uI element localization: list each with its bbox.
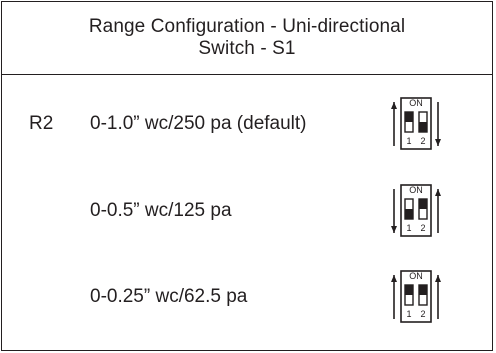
direction-arrow-right — [435, 275, 441, 319]
direction-arrow-right — [435, 189, 441, 233]
range-value: 0-1.0” wc/250 pa (default) — [90, 113, 307, 134]
dip-slider-2 — [418, 111, 428, 133]
direction-arrow-left — [391, 275, 397, 319]
dip-position-2-label: 2 — [420, 309, 425, 319]
dip-slider-1 — [404, 284, 414, 306]
range-value: 0-0.5” wc/125 pa — [90, 200, 232, 221]
header-title-line-1: Range Configuration - Uni-directional — [88, 16, 406, 37]
dip-position-1-label: 1 — [406, 309, 411, 319]
dip-slider-2 — [418, 198, 428, 220]
direction-arrow-right — [435, 102, 441, 146]
range-value: 0-0.25” wc/62.5 pa — [90, 286, 248, 307]
dip-position-2-label: 2 — [420, 223, 425, 233]
range-code: R2 — [29, 113, 54, 134]
header-title-line-2: Switch - S1 — [198, 38, 296, 59]
direction-arrow-left — [391, 189, 397, 233]
dip-on-label: ON — [409, 185, 423, 195]
dip-on-label: ON — [409, 271, 423, 281]
dip-position-2-label: 2 — [420, 136, 425, 146]
dip-slider-2 — [418, 284, 428, 306]
dip-on-label: ON — [409, 98, 423, 108]
dip-position-1-label: 1 — [406, 223, 411, 233]
dip-slider-1 — [404, 198, 414, 220]
direction-arrow-left — [391, 102, 397, 146]
panel-header: Range Configuration - Uni-directional Sw… — [2, 2, 492, 75]
dip-slider-1 — [404, 111, 414, 133]
dip-position-1-label: 1 — [406, 136, 411, 146]
